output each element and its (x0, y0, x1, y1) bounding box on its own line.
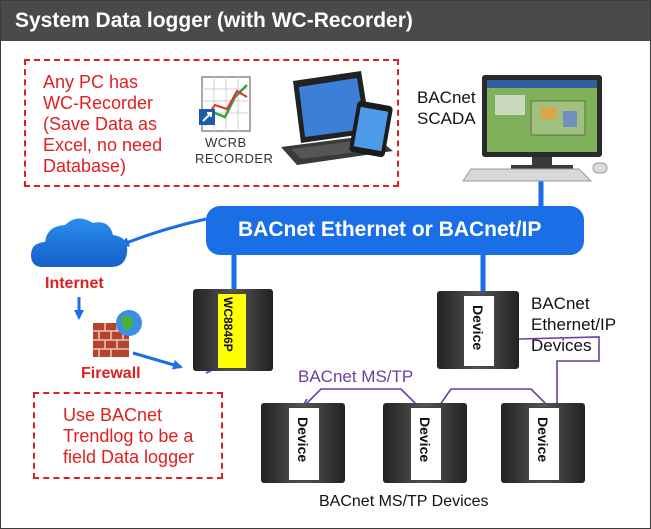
scada-monitor-icon (462, 75, 608, 182)
mstp-device-3: Device (501, 403, 585, 483)
tablet-icon (349, 100, 393, 158)
recorder-note-line-3: (Save Data as (43, 114, 158, 134)
recorder-icon-label-1: WCRB (205, 135, 247, 150)
recorder-note-line-1: Any PC has (43, 72, 139, 92)
wc8846p-label: WC8846P (221, 297, 235, 352)
firewall-icon (93, 310, 142, 357)
cloud-icon (31, 218, 128, 267)
wc8846p-device: WC8846P (193, 289, 273, 371)
mstp-device-2: Device (383, 403, 467, 483)
mstp-device-3-label: Device (535, 417, 551, 463)
ethernet-ip-device-label: Device (470, 305, 486, 351)
title-bar: System Data logger (with WC-Recorder) (1, 1, 650, 41)
internet-label: Internet (45, 275, 104, 292)
trendlog-note-line-2: Trendlog to be a (63, 426, 194, 446)
recorder-note-line-2: WC-Recorder (43, 93, 154, 113)
scada-label-2: SCADA (417, 109, 476, 128)
recorder-note-line-5: Database) (43, 156, 127, 176)
bacnet-bus-bar (206, 206, 584, 255)
ethernet-devices-label-3: Devices (531, 336, 592, 355)
wc-recorder-icon (199, 76, 251, 132)
diagram-canvas (31, 71, 608, 410)
mstp-device-1-label: Device (295, 417, 311, 463)
firewall-label: Firewall (81, 365, 141, 382)
scada-label-1: BACnet (417, 88, 476, 107)
mstp-devices-label: BACnet MS/TP Devices (319, 493, 489, 510)
mstp-label: BACnet MS/TP (298, 367, 414, 386)
ethernet-ip-device: Device (437, 291, 519, 369)
recorder-note-box (24, 59, 399, 187)
bus-label: BACnet Ethernet or BACnet/IP (238, 218, 542, 241)
ethernet-devices-label-1: BACnet (531, 294, 590, 313)
mstp-device-2-label: Device (417, 417, 433, 463)
recorder-icon-label-2: RECORDER (195, 151, 274, 166)
trendlog-note-box (33, 392, 223, 479)
page-title: System Data logger (with WC-Recorder) (15, 9, 413, 32)
trendlog-note-line-1: Use BACnet (63, 405, 163, 425)
mstp-device-1: Device (261, 403, 345, 483)
ethernet-devices-label-2: Ethernet/IP (531, 315, 617, 334)
recorder-note-line-4: Excel, no need (43, 135, 163, 155)
trendlog-note-line-3: field Data logger (63, 447, 195, 467)
